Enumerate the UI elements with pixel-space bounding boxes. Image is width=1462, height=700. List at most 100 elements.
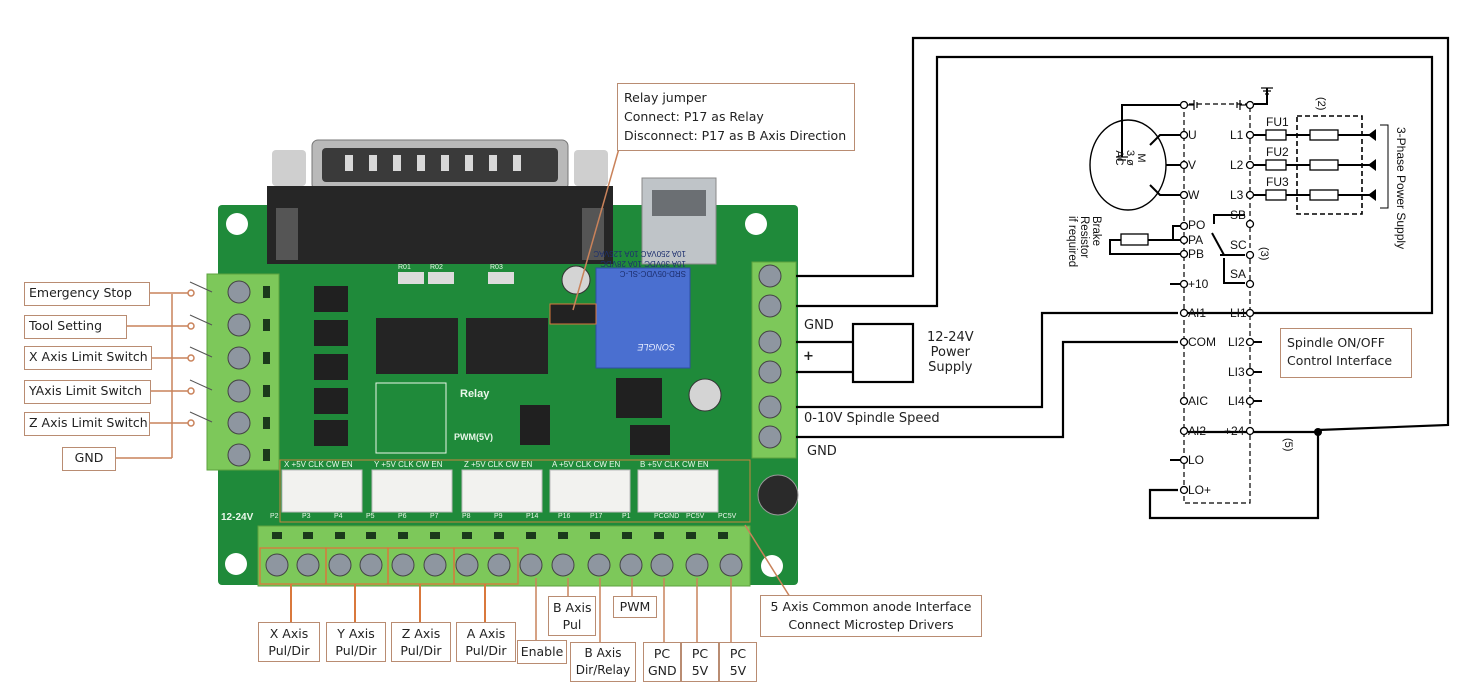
callout-line: Relay jumper (624, 90, 707, 105)
label-tool-setting: Tool Setting (24, 315, 127, 339)
silk-table (375, 382, 447, 454)
right-terminal-block (751, 261, 797, 459)
fuse-fu1: FU1 (1266, 115, 1289, 129)
label-line: B Axis (584, 646, 622, 660)
left-terminal-block (206, 273, 280, 471)
silk-port-label: P17 (590, 513, 603, 520)
term-plus10: +10 (1188, 277, 1209, 291)
label-line: Z Axis (401, 626, 441, 641)
term-li4: LI4 (1228, 394, 1245, 408)
label-plus: + (803, 349, 814, 364)
silk-header-y: Y +5V CLK CW EN (374, 460, 443, 469)
silk-port-label: PC5V (686, 513, 705, 520)
silk-port-label: P1 (622, 513, 631, 520)
leader-lines (110, 144, 791, 642)
brake-label-line: Resistor (1078, 216, 1090, 259)
label-line: 5V (691, 663, 709, 678)
label-line: Y Axis (337, 626, 375, 641)
label-line: Pul/Dir (335, 643, 377, 658)
capacitor (561, 265, 591, 295)
silk-port-label: P9 (494, 513, 503, 520)
label-line: 5 Axis Common anode Interface (770, 599, 972, 614)
vfd-schematic (1089, 87, 1389, 504)
silk-port-label: P5 (366, 513, 375, 520)
control-wires (796, 36, 1450, 520)
junction-dot (1314, 428, 1322, 436)
left-switch-contacts (187, 289, 195, 427)
optocouplers (314, 286, 348, 446)
label-line: Dir/Relay (575, 663, 631, 677)
ic-chip (376, 318, 458, 374)
silk-pwm: PWM(5V) (454, 432, 493, 442)
brake-resistor-label: Brake Resistor if required (1066, 216, 1102, 267)
label-line: 5V (729, 663, 747, 678)
label-z-limit: Z Axis Limit Switch (24, 412, 150, 436)
callout-line: Control Interface (1287, 353, 1393, 368)
label-emergency-stop: Emergency Stop (24, 282, 150, 306)
silk-port-label: P14 (526, 513, 539, 520)
mounting-hole (226, 213, 248, 235)
term-l2: L2 (1230, 158, 1244, 172)
term-li1: LI1 (1230, 306, 1247, 320)
motor-label-line: M (1135, 153, 1147, 163)
term-l1: L1 (1230, 128, 1244, 142)
term-ai1: AI1 (1188, 306, 1207, 320)
label-line: Pul/Dir (268, 643, 310, 658)
note-5: (5) (1282, 438, 1294, 452)
silk-r01: R01 (398, 264, 411, 271)
motor-label: M 3 ø AC (1113, 150, 1147, 166)
callout-line: Disconnect: P17 as B Axis Direction (624, 128, 847, 143)
label-x-limit: X Axis Limit Switch (24, 346, 152, 370)
relay-jumper-callout: Relay jumper Connect: P17 as Relay Disco… (617, 83, 855, 151)
three-phase-supply-label: 3-Phase Power Supply (1394, 127, 1408, 250)
label-line: PC (653, 646, 671, 661)
silk-port-label: P16 (558, 513, 571, 520)
label-spindle-speed: 0-10V Spindle Speed (804, 411, 940, 426)
term-pb: PB (1188, 247, 1205, 261)
label-gnd-spindle: GND (807, 444, 837, 459)
silk-port-label: P8 (462, 513, 471, 520)
silk-port-label: P3 (302, 513, 311, 520)
relay-marking-line: 10A 30VDC 10A 28VDC (600, 259, 686, 268)
capacitor (688, 378, 722, 412)
silk-port-label: P7 (430, 513, 439, 520)
term-li3: LI3 (1228, 365, 1245, 379)
power-supply-line: 12-24V (927, 330, 974, 345)
term-lo-plus: LO+ (1188, 483, 1212, 497)
motor-label-line: AC (1113, 150, 1125, 166)
term-ai2: AI2 (1188, 424, 1207, 438)
term-com: COM (1188, 335, 1216, 349)
silk-port-label: P2 (270, 513, 279, 520)
relay (595, 267, 691, 369)
power-supply-label: 12-24V Power Supply (927, 330, 974, 375)
label-line: Pul (562, 617, 582, 632)
mounting-hole (225, 553, 247, 575)
contact-sc: SC (1230, 238, 1247, 252)
capacitor (757, 474, 799, 516)
label-line: GND (648, 663, 677, 678)
brake-label-line: Brake (1090, 216, 1102, 247)
switch-levers (189, 281, 213, 423)
term-po: PO (1188, 218, 1206, 232)
label-pc-gnd: PC GND (643, 642, 681, 682)
contact-sb: SB (1230, 208, 1247, 222)
callout-line: Connect: P17 as Relay (624, 109, 764, 124)
label-line: Connect Microstep Drivers (788, 617, 954, 632)
note-3: (3) (1258, 247, 1270, 261)
breakout-board (206, 139, 799, 587)
relay-jumper (549, 303, 597, 325)
stepper-headers (281, 469, 719, 513)
term-u: U (1188, 128, 1197, 142)
power-supply-line: Power (930, 345, 970, 360)
term-l3: L3 (1230, 188, 1244, 202)
brake-label-line: if required (1066, 216, 1078, 268)
